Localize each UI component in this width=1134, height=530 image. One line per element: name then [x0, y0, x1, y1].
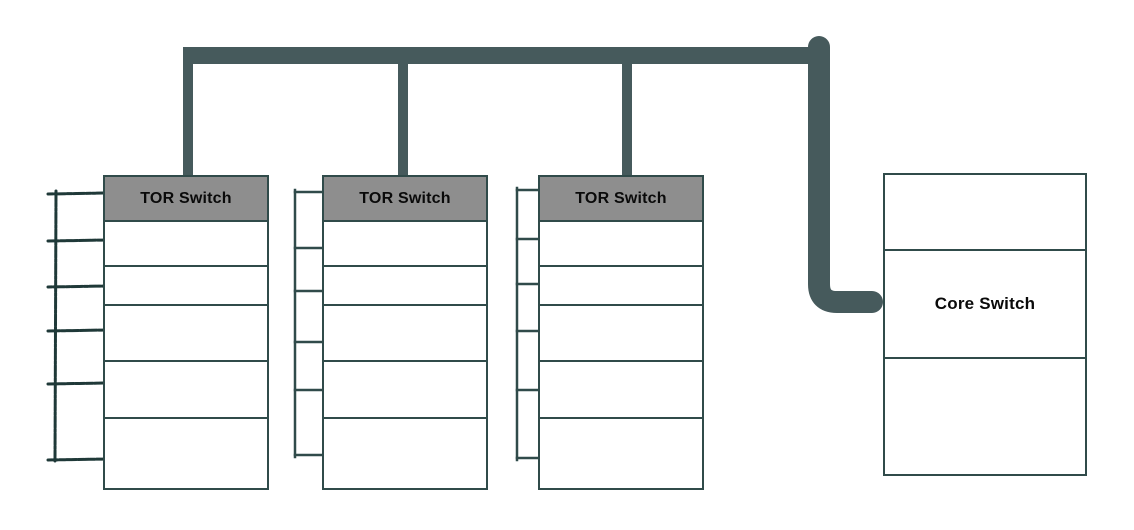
server-slot [324, 267, 486, 306]
server-slot [105, 222, 267, 267]
rack-1: TOR Switch [103, 175, 269, 490]
server-slot [540, 267, 702, 306]
server-slot [540, 419, 702, 488]
server-slot [540, 222, 702, 267]
ladder-rail [53, 189, 58, 463]
rack-1-ladder [46, 189, 109, 463]
rack-2-ladder [293, 188, 326, 459]
ladder-rung [46, 328, 109, 333]
server-slot [324, 362, 486, 419]
rack-3-ladder [515, 186, 542, 462]
server-slot [540, 362, 702, 419]
rack-3: TOR Switch [538, 175, 704, 490]
tor-switch-box: TOR Switch [324, 177, 486, 222]
server-slot [540, 306, 702, 362]
server-slot [105, 362, 267, 419]
rack-2: TOR Switch [322, 175, 488, 490]
rack-2-server-slots [324, 222, 486, 488]
rack-1-server-slots [105, 222, 267, 488]
server-slot [324, 306, 486, 362]
core-bus-line [183, 36, 883, 313]
server-slot [105, 419, 267, 488]
bus-drop-rack-2 [398, 60, 408, 176]
server-slot [105, 306, 267, 362]
bus-drop-rack-1 [183, 60, 193, 176]
ladder-rung [46, 457, 109, 462]
core-switch-slot [885, 359, 1085, 474]
tor-switch-box: TOR Switch [105, 177, 267, 222]
ladder-rung [46, 381, 109, 386]
tor-switch-box: TOR Switch [540, 177, 702, 222]
bus-drop-rack-3 [622, 60, 632, 176]
ladder-rung [46, 238, 109, 243]
bus-elbow-to-core [808, 36, 883, 313]
core-switch-box: Core Switch [883, 173, 1087, 476]
server-slot [324, 419, 486, 488]
server-slot [105, 267, 267, 306]
core-switch-slot [885, 175, 1085, 251]
bus-top-bar [183, 47, 830, 64]
server-slot [324, 222, 486, 267]
rack-3-server-slots [540, 222, 702, 488]
core-switch-label: Core Switch [885, 251, 1085, 359]
ladder-rung [46, 284, 109, 289]
ladder-rung [46, 191, 109, 196]
